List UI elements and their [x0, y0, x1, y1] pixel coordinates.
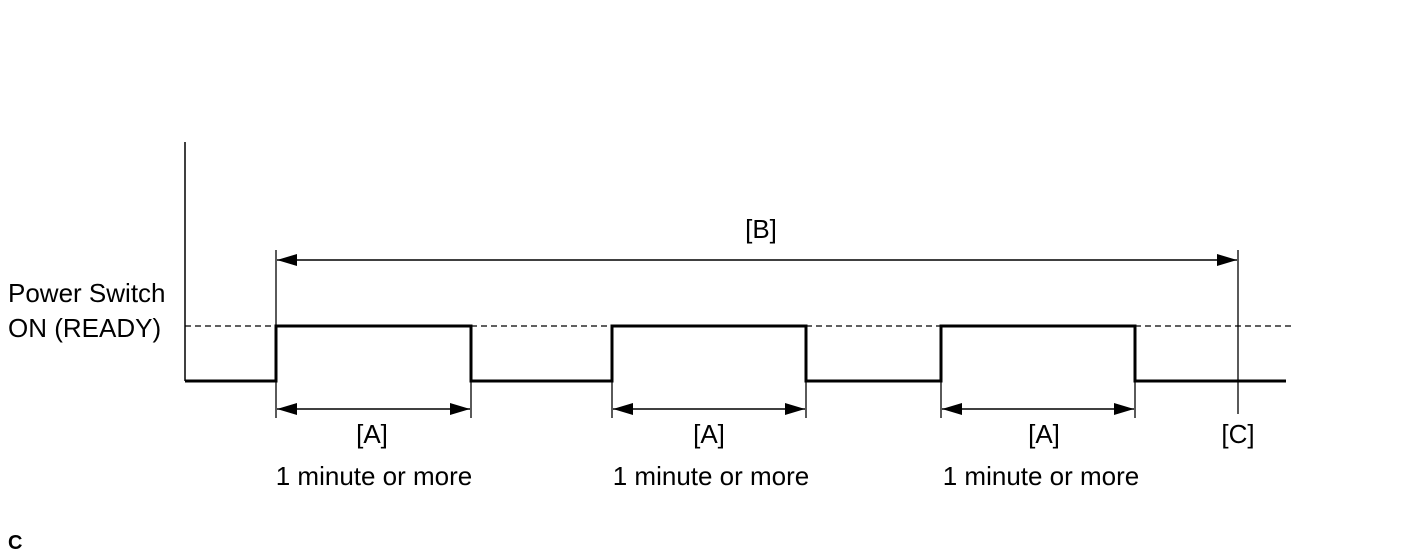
- end-marker-label: [C]: [1221, 419, 1254, 449]
- pulse-3-duration: 1 minute or more: [943, 461, 1140, 491]
- pulse-1-duration: 1 minute or more: [276, 461, 473, 491]
- pulse-3-label: [A]: [1028, 419, 1060, 449]
- power-switch-waveform: [185, 324, 1286, 383]
- y-label-line1: Power Switch: [8, 278, 166, 308]
- extension-lines: [275, 250, 1239, 418]
- corner-code: C: [8, 532, 22, 554]
- span-b-label: [B]: [745, 214, 777, 244]
- pulse-2-duration: 1 minute or more: [613, 461, 810, 491]
- pulse-2-label: [A]: [693, 419, 725, 449]
- y-label-line2: ON (READY): [8, 313, 161, 343]
- pulse-1-label: [A]: [356, 419, 388, 449]
